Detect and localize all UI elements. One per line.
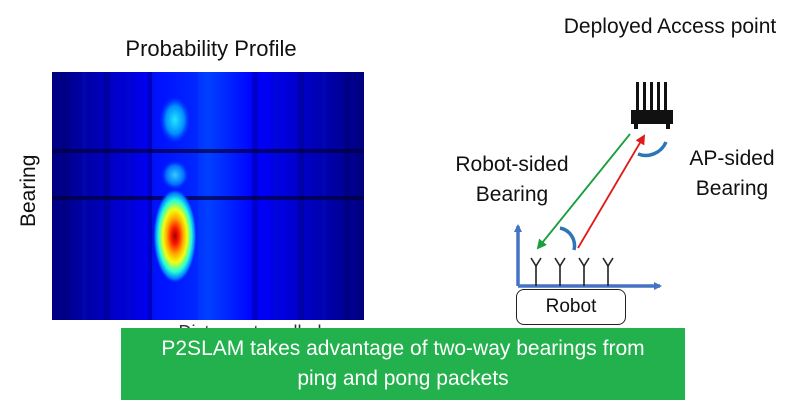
ap-sided-bearing-label: AP-sided Bearing <box>689 147 775 200</box>
heatmap-peak-middle <box>160 159 190 191</box>
heatmap-peak-top <box>158 94 192 146</box>
profile-title: Probability Profile <box>125 36 297 61</box>
access-point-icon <box>631 82 673 129</box>
access-point-title: Deployed Access point <box>563 15 777 38</box>
bearing-axis-label: Bearing <box>17 154 40 227</box>
bearing-diagram <box>430 80 800 340</box>
robot-sided-bearing-arc <box>559 226 577 251</box>
ap-sided-bearing-arc <box>637 141 668 158</box>
heatmap-row-seam-1 <box>52 149 364 153</box>
robot-box: Robot <box>516 289 626 325</box>
summary-banner: P2SLAM takes advantage of two-way bearin… <box>121 328 685 400</box>
robot-antenna-array <box>530 257 614 286</box>
robot-sided-bearing-label: Robot-sided Bearing <box>455 153 569 206</box>
probability-heatmap <box>52 72 364 320</box>
heatmap-peak-main <box>153 188 197 284</box>
ping-arrow <box>536 133 631 250</box>
heatmap-row-seam-2 <box>52 196 364 200</box>
pong-arrow <box>577 134 646 249</box>
